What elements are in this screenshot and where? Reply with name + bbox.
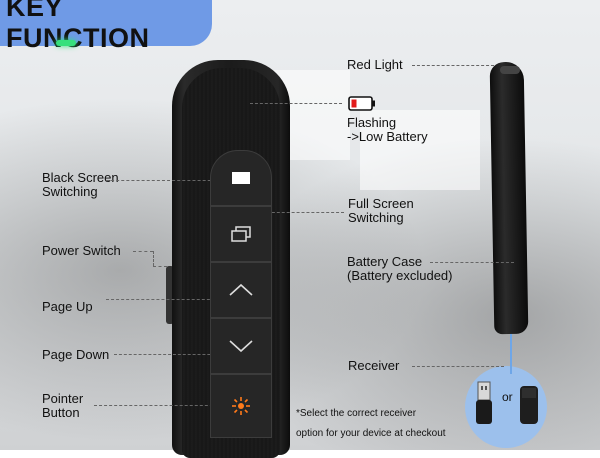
black-screen-label: Black Screen <box>42 170 119 185</box>
page-up-button[interactable] <box>210 262 272 318</box>
chevron-down-icon <box>229 340 253 353</box>
red-light-label: Red Light <box>347 57 403 72</box>
low-battery-label: ->Low Battery <box>347 129 428 144</box>
receiver-label: Receiver <box>348 358 400 373</box>
pointer-label: Pointer <box>42 391 84 406</box>
battery-case-leader <box>430 262 514 263</box>
power-switch-leader-v <box>153 251 154 266</box>
banner-title: KEY FUNCTION <box>6 0 150 53</box>
full-screen-label-line2: Switching <box>348 210 404 225</box>
full-screen-leader <box>262 212 344 213</box>
page-down-button[interactable] <box>210 318 272 374</box>
red-light-leader <box>412 65 494 66</box>
black-screen-leader <box>106 180 226 181</box>
battery-case-label: Battery Case <box>347 254 423 269</box>
battery-case-label-line2: (Battery excluded) <box>347 268 453 283</box>
page-up-leader <box>106 299 230 300</box>
power-switch-label: Power Switch <box>42 243 121 258</box>
full-screen-button[interactable] <box>210 206 272 262</box>
key-function-banner: KEY FUNCTION <box>0 0 212 53</box>
black-screen-button[interactable] <box>210 150 272 206</box>
page-down-label: Page Down <box>42 347 110 362</box>
power-switch-leader-h <box>153 266 167 267</box>
receiver-pointer-line <box>510 334 512 374</box>
receiver-note-line1: *Select the correct receiver <box>296 408 417 419</box>
receiver-leader <box>412 366 504 367</box>
pointer-button[interactable] <box>210 374 272 438</box>
battery-low-icon <box>348 96 375 111</box>
flashing-label: Flashing <box>347 115 397 130</box>
window-stack-icon <box>231 226 251 242</box>
chevron-up-icon <box>229 283 253 296</box>
pointer-leader <box>94 405 228 406</box>
red-light-window <box>500 66 520 74</box>
black-screen-label-line2: Switching <box>42 184 98 199</box>
or-label: or <box>502 390 513 404</box>
page-down-leader <box>114 354 230 355</box>
led-leader <box>250 103 342 104</box>
full-screen-label: Full Screen <box>348 196 414 211</box>
power-switch-slider <box>166 266 174 324</box>
white-rectangle-icon <box>232 172 250 184</box>
green-led-indicator <box>56 40 76 46</box>
laser-sun-icon <box>232 397 250 415</box>
background-window <box>360 110 480 190</box>
power-switch-leader <box>133 251 153 252</box>
usb-receiver-icon <box>476 381 538 424</box>
receiver-note-line2: option for your device at checkout <box>296 428 446 439</box>
page-up-label: Page Up <box>42 299 93 314</box>
pointer-label-line2: Button <box>42 405 80 420</box>
remote-side-view <box>489 61 529 335</box>
